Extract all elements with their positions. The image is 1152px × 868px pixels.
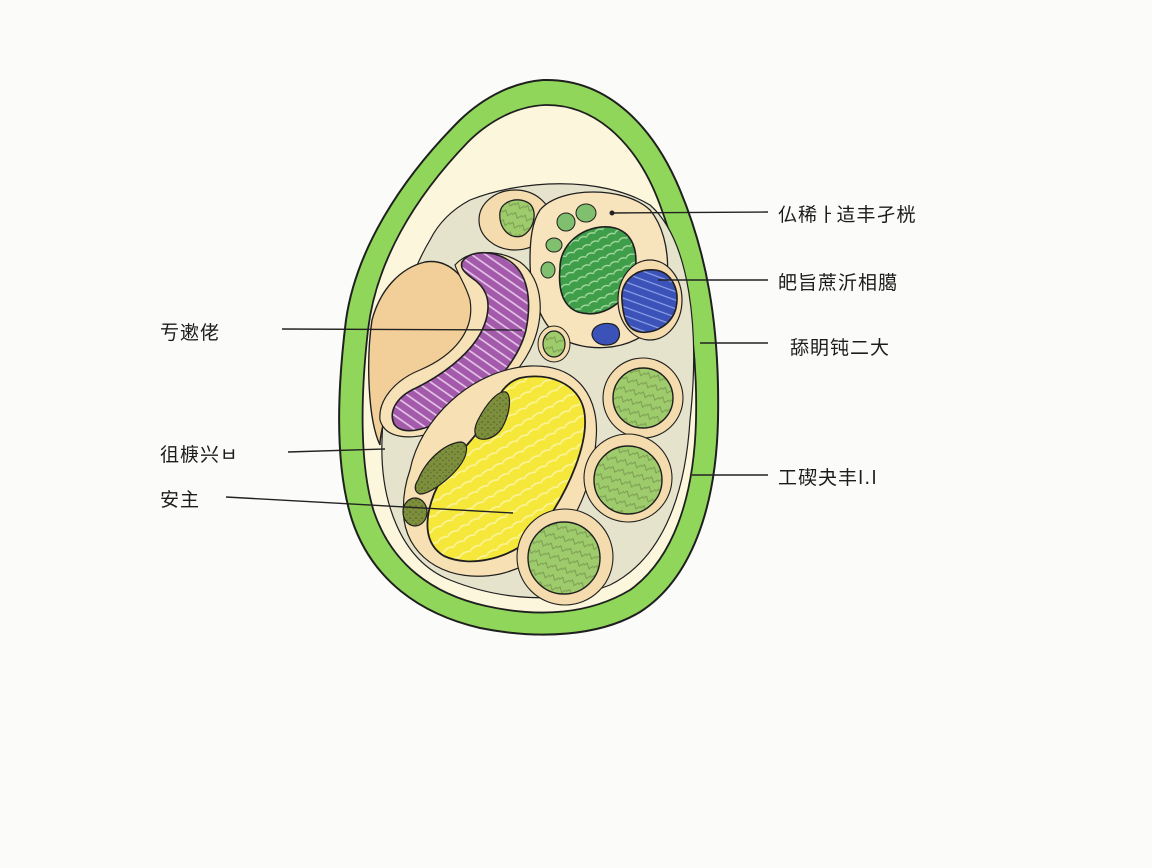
olive-body-3	[402, 497, 428, 527]
label-right-2: 皅旨蔗沂相臈	[778, 272, 899, 294]
label-left-3: 安主	[160, 489, 201, 511]
label-left-2: 徂椩兴ㅂ	[160, 444, 239, 466]
small-chloroplast-top	[499, 199, 535, 238]
golgi-purple	[391, 251, 530, 432]
round-chloroplast-1	[612, 367, 674, 429]
leader-lines-left	[225, 328, 523, 514]
olive-body-2	[414, 441, 468, 495]
olive-body-1	[474, 391, 511, 440]
label-left-1: 亐遬佬	[160, 322, 221, 344]
nucleolus-blue-small	[591, 322, 621, 346]
label-right-1: 仏稀ㅏ迼丰孑桄	[778, 204, 917, 226]
nucleus-blue	[621, 269, 678, 333]
round-chloroplast-3	[527, 521, 601, 595]
label-right-3: 舔眀钝二大	[790, 337, 891, 359]
label-right-4: 工碶夬丰l.l	[778, 467, 878, 489]
round-chloroplast-2	[593, 445, 663, 515]
leader-lines-right	[609, 210, 769, 476]
